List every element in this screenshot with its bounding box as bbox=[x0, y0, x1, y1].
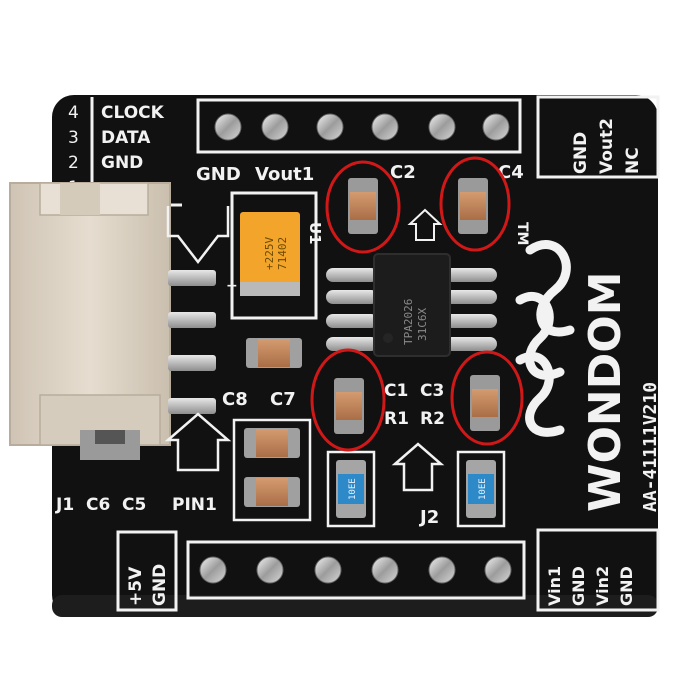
ref-j2: J2 bbox=[418, 507, 439, 528]
arrow-up-outline-left bbox=[164, 412, 232, 472]
label-vout1: Vout1 bbox=[255, 164, 314, 185]
ref-c8: C8 bbox=[222, 389, 248, 410]
ref-c3: C3 bbox=[420, 381, 444, 401]
connector-j1 bbox=[9, 182, 171, 460]
label-vin1: Vin1 bbox=[545, 566, 564, 606]
arrow-up-outline-top bbox=[407, 208, 443, 241]
label-bottom-gnd: GND bbox=[150, 564, 170, 606]
label-top-gnd: GND bbox=[196, 164, 241, 185]
capacitor-c4 bbox=[458, 178, 488, 234]
highlight-ring-c2 bbox=[325, 160, 401, 254]
pin-number-2: 2 bbox=[68, 153, 79, 173]
highlight-ring-c4 bbox=[439, 156, 511, 252]
pin-number-3: 3 bbox=[68, 128, 79, 148]
chip-marking-line2: 31C6X bbox=[416, 308, 429, 341]
capacitor-c3 bbox=[470, 375, 500, 431]
ref-c7: C7 bbox=[270, 389, 296, 410]
chip-marking-line1: TPA2026 bbox=[402, 299, 415, 345]
pcb-edge bbox=[52, 595, 658, 617]
label-vout2: Vout2 bbox=[597, 118, 617, 174]
brand-logo-text: WONDOM bbox=[580, 272, 631, 512]
ref-tm: TM bbox=[514, 222, 530, 245]
label-gnd: GND bbox=[101, 153, 143, 173]
tantalum-marking-line1: +225V bbox=[263, 237, 276, 270]
bottom-right-label-box bbox=[536, 528, 660, 612]
plus-mark: + bbox=[226, 278, 238, 294]
capacitor-c6 bbox=[244, 428, 300, 458]
highlight-ring-c1 bbox=[310, 348, 386, 452]
ref-pin1: PIN1 bbox=[172, 495, 217, 515]
pin-number-4: 4 bbox=[68, 103, 79, 123]
resistor-r1-marking: 10EE bbox=[348, 478, 358, 500]
c6-c5-outline bbox=[232, 418, 312, 522]
capacitor-c5 bbox=[244, 477, 300, 507]
tantalum-outline bbox=[230, 191, 318, 320]
label-br-gnd1: GND bbox=[569, 566, 588, 606]
connector-leads bbox=[168, 270, 216, 414]
ref-c6: C6 bbox=[86, 495, 110, 515]
label-vin2: Vin2 bbox=[593, 566, 612, 606]
ref-c2: C2 bbox=[390, 162, 416, 183]
label-data: DATA bbox=[101, 128, 151, 148]
ref-c1: C1 bbox=[384, 381, 408, 401]
ref-u1: U1 bbox=[306, 222, 324, 245]
arrow-down-outline-left bbox=[166, 206, 230, 265]
label-plus5v: +5V bbox=[126, 566, 146, 606]
bottom-left-label-box bbox=[116, 530, 178, 612]
resistor-r2-marking: 10EE bbox=[478, 478, 488, 500]
label-nc: NC bbox=[623, 147, 643, 174]
tantalum-capacitor bbox=[240, 212, 300, 290]
ref-c5: C5 bbox=[122, 495, 146, 515]
ref-r1: R1 bbox=[384, 409, 409, 429]
wondom-wave-logo bbox=[515, 240, 575, 437]
top-header-outline bbox=[196, 98, 522, 154]
label-br-gnd2: GND bbox=[617, 566, 636, 606]
capacitor-c8 bbox=[246, 338, 302, 368]
ref-r2: R2 bbox=[420, 409, 445, 429]
arrow-up-outline-bottom bbox=[391, 442, 445, 492]
tantalum-marking-line2: 71402 bbox=[276, 237, 289, 270]
top-header-pins bbox=[214, 113, 510, 141]
right-top-label-box bbox=[536, 95, 660, 179]
amplifier-chip-u1 bbox=[326, 253, 497, 357]
capacitor-c1 bbox=[334, 378, 364, 434]
resistor-r1 bbox=[336, 460, 366, 518]
r1-outline bbox=[326, 450, 376, 528]
highlight-ring-c3 bbox=[450, 350, 524, 446]
r2-outline bbox=[456, 450, 506, 528]
capacitor-c2 bbox=[348, 178, 378, 234]
label-clock: CLOCK bbox=[101, 103, 165, 123]
ref-c4: C4 bbox=[498, 162, 524, 183]
model-number: AA-41111V210 bbox=[640, 382, 661, 512]
ref-j1: J1 bbox=[55, 495, 74, 515]
bottom-header-pins bbox=[199, 556, 512, 584]
bottom-header-outline bbox=[186, 540, 526, 600]
resistor-r2 bbox=[466, 460, 496, 518]
label-right-gnd: GND bbox=[571, 132, 591, 174]
